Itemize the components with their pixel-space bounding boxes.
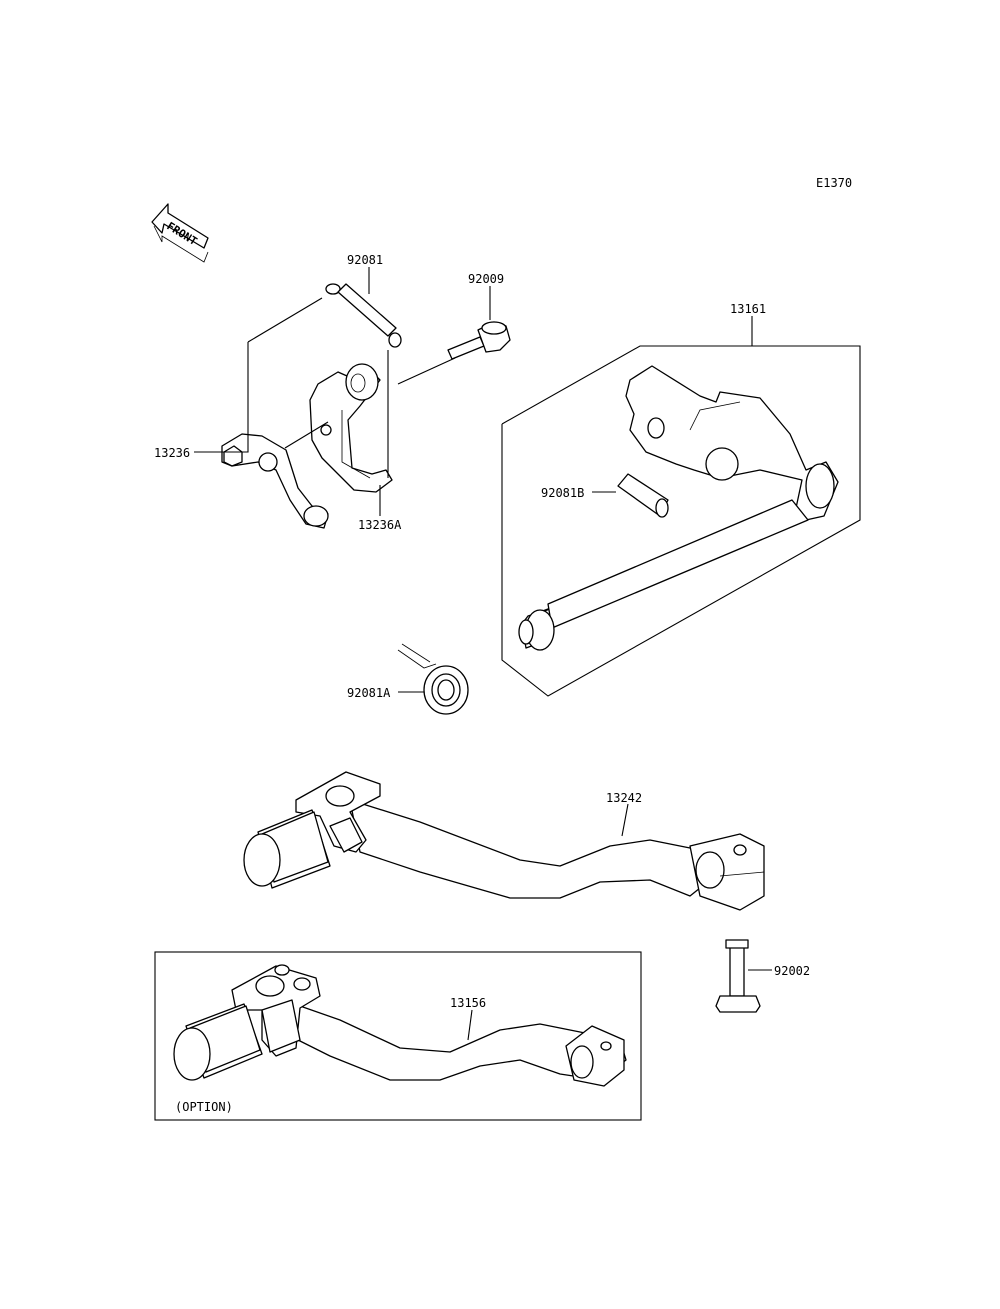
spring-92081B-icon [617,473,669,518]
part-label-92081A: 92081A [347,686,391,700]
shift-pawl-13236-icon [221,433,329,529]
part-label-13156: 13156 [450,996,486,1010]
spring-92081-icon [325,283,402,348]
part-label-92002: 92002 [774,964,810,978]
front-arrow-icon: FRONT [151,203,209,263]
option-label: (OPTION) [175,1100,233,1114]
part-label-13236A: 13236A [358,518,402,532]
part-label-92081B: 92081B [541,486,584,500]
part-label-13161: 13161 [730,302,766,316]
option-lever-13156-icon [173,964,627,1087]
diagram-code: E1370 [816,176,852,190]
shift-lever-13242-icon [243,771,765,911]
spring-92081A-icon [397,643,469,715]
bolt-92009-icon [447,321,511,360]
leader-lines [194,267,861,1041]
part-label-13236: 13236 [154,446,190,460]
part-label-13242: 13242 [606,791,642,805]
part-label-92081: 92081 [347,253,383,267]
part-label-92009: 92009 [468,272,504,286]
option-box [154,951,642,1121]
shift-shaft-13161-icon [518,365,839,651]
bolt-92002-icon [715,939,761,1013]
shift-arm-13236A-icon [309,363,393,493]
